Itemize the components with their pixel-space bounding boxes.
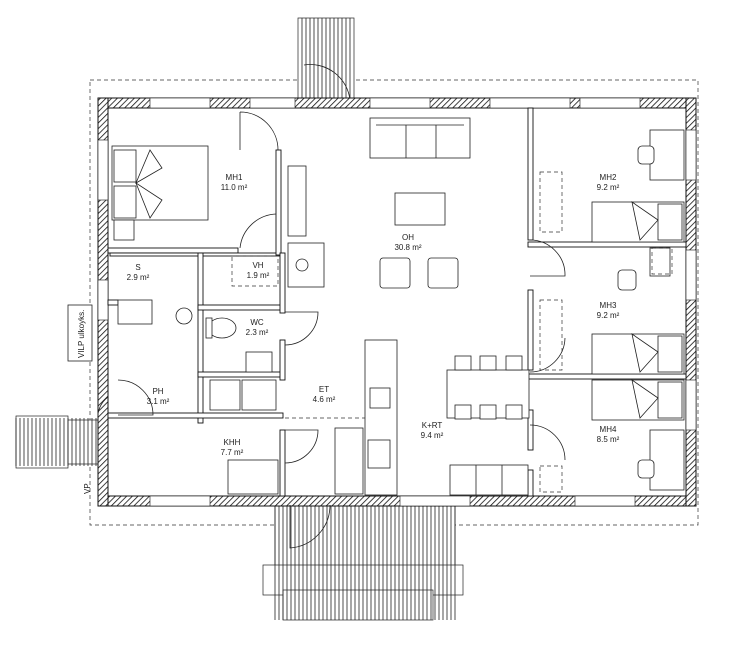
room-name: KHH [224, 438, 241, 447]
room-area: 3.1 m² [147, 397, 170, 406]
room-label-ph: PH3.1 m² [147, 387, 170, 406]
room-label-et: ET4.6 m² [313, 385, 336, 404]
room-name: WC [250, 318, 264, 327]
room-area: 4.6 m² [313, 395, 336, 404]
room-name: OH [402, 233, 414, 242]
room-area: 11.0 m² [221, 183, 248, 192]
interior-walls [107, 107, 687, 497]
room-name: MH3 [600, 301, 617, 310]
room-name: MH4 [600, 425, 617, 434]
room-area: 9.4 m² [421, 431, 444, 440]
room-area: 9.2 m² [597, 183, 620, 192]
top-entry-stairs [297, 17, 355, 101]
furniture [111, 117, 685, 496]
door-swings [97, 111, 566, 549]
room-area: 9.2 m² [597, 311, 620, 320]
bottom-terrace [262, 499, 464, 621]
room-label-wc: WC2.3 m² [246, 318, 269, 337]
room-area: 7.7 m² [221, 448, 244, 457]
vp-label: VP [83, 483, 92, 494]
exterior-walls [97, 97, 697, 507]
room-name: MH2 [600, 173, 617, 182]
room-area: 8.5 m² [597, 435, 620, 444]
room-name: ET [319, 385, 329, 394]
room-label-krt: K+RT9.4 m² [421, 421, 444, 440]
vilp-label: VILP ulkoyks. [77, 310, 86, 358]
room-area: 2.3 m² [246, 328, 269, 337]
room-label-vh: VH1.9 m² [247, 261, 270, 280]
room-name: MH1 [226, 173, 243, 182]
room-name: VH [252, 261, 263, 270]
room-area: 30.8 m² [394, 243, 421, 252]
vilp-unit: VILP ulkoyks. [67, 304, 93, 362]
left-entry-stairs [15, 415, 99, 469]
room-label-s: S2.9 m² [127, 263, 150, 282]
room-area: 2.9 m² [127, 273, 150, 282]
room-name: S [135, 263, 140, 272]
room-area: 1.9 m² [247, 271, 270, 280]
room-name: PH [152, 387, 163, 396]
eaves-outline [89, 79, 699, 526]
room-name: K+RT [422, 421, 443, 430]
